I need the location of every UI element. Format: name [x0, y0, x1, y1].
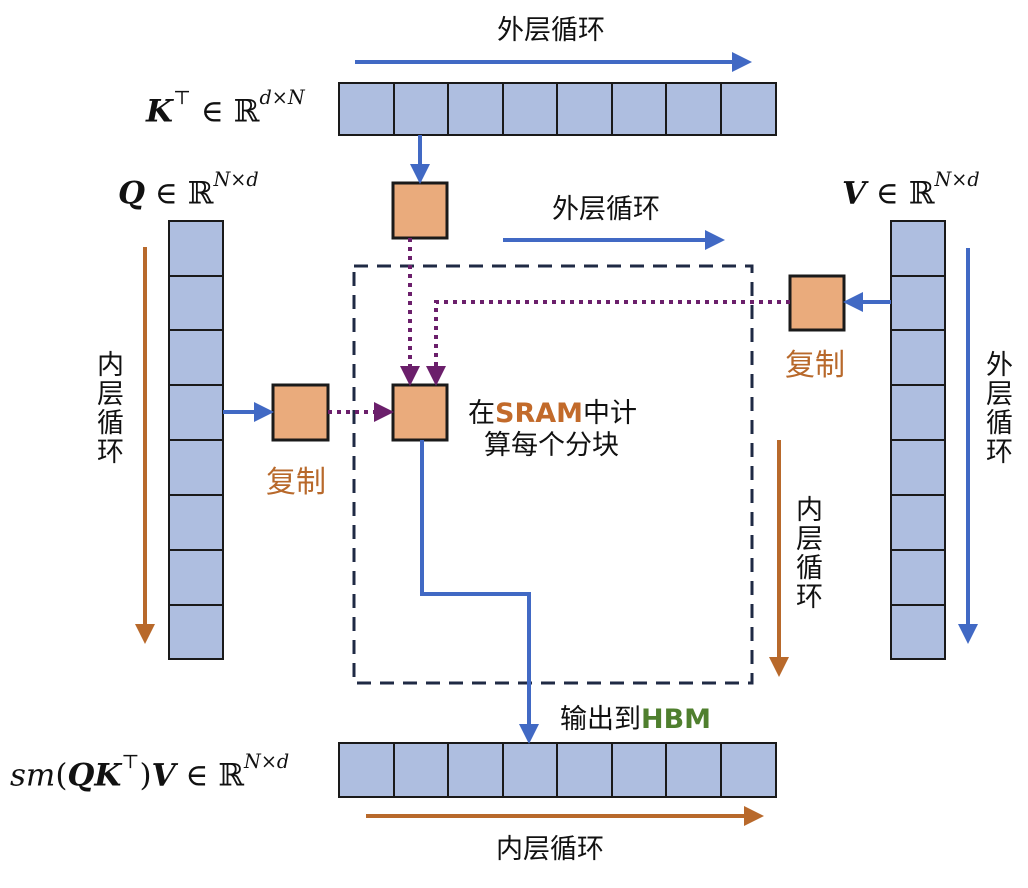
output-label: 输出到HBM: [560, 706, 711, 733]
k-symbol: K: [146, 93, 173, 130]
copy-label-v: 复制: [785, 348, 845, 383]
q-block: [271, 383, 330, 442]
v-matrix: [890, 220, 946, 660]
v-copy-dotted-arrow: [426, 300, 790, 386]
k-block: [391, 181, 449, 240]
v-symbol: V: [842, 175, 867, 212]
v-dims: N×d: [934, 168, 980, 191]
inner-loop-label-mid: 内层循环: [791, 495, 822, 611]
outer-loop-label-right: 外层循环: [981, 350, 1012, 466]
outer-loop-label-top: 外层循环: [497, 15, 605, 46]
out-transpose-sup: ⊤: [121, 750, 140, 773]
compute-label: 在SRAM中计 算每个分块: [468, 398, 637, 462]
k-transpose-sup: ⊤: [172, 86, 192, 109]
qk-symbol: QK: [67, 757, 122, 794]
k-in-reals: ∈ ℝ: [191, 93, 260, 130]
outer-loop-label-mid: 外层循环: [552, 194, 660, 225]
inner-loop-label-left: 内层循环: [92, 350, 123, 466]
k-transpose-label: K⊤ ∈ ℝd×N: [146, 88, 305, 127]
close-paren: ): [139, 757, 152, 794]
sram-highlight: SRAM: [495, 398, 584, 429]
output-to-hbm-arrow: [420, 440, 539, 744]
hbm-highlight: HBM: [641, 704, 712, 735]
q-symbol: Q: [118, 175, 146, 212]
v-in-reals: ∈ ℝ: [866, 175, 935, 212]
out-in-reals: ∈ ℝ: [175, 757, 245, 794]
sram-dashed-box: [352, 264, 754, 685]
q-in-reals: ∈ ℝ: [145, 175, 214, 212]
open-paren: (: [55, 757, 68, 794]
out-v-symbol: V: [151, 757, 176, 794]
output-formula-label: sm(QK⊤)V ∈ ℝN×d: [10, 752, 289, 791]
k-transpose-matrix: [338, 82, 777, 136]
compute-block: [391, 383, 449, 442]
inner-loop-label-bottom: 内层循环: [496, 834, 604, 865]
compute-suffix: 中计: [583, 398, 638, 429]
q-matrix: [168, 220, 224, 660]
out-dims: N×d: [244, 750, 290, 773]
copy-label-q: 复制: [266, 465, 326, 500]
k-dims: d×N: [259, 86, 305, 109]
q-dims: N×d: [213, 168, 259, 191]
v-label: V ∈ ℝN×d: [842, 170, 980, 209]
output-matrix: [338, 742, 777, 798]
softmax-symbol: sm: [10, 757, 56, 794]
compute-prefix: 在: [468, 398, 495, 429]
output-prefix: 输出到: [560, 704, 641, 735]
compute-line2: 算每个分块: [484, 430, 619, 461]
v-block: [788, 274, 846, 332]
q-label: Q ∈ ℝN×d: [118, 170, 259, 209]
